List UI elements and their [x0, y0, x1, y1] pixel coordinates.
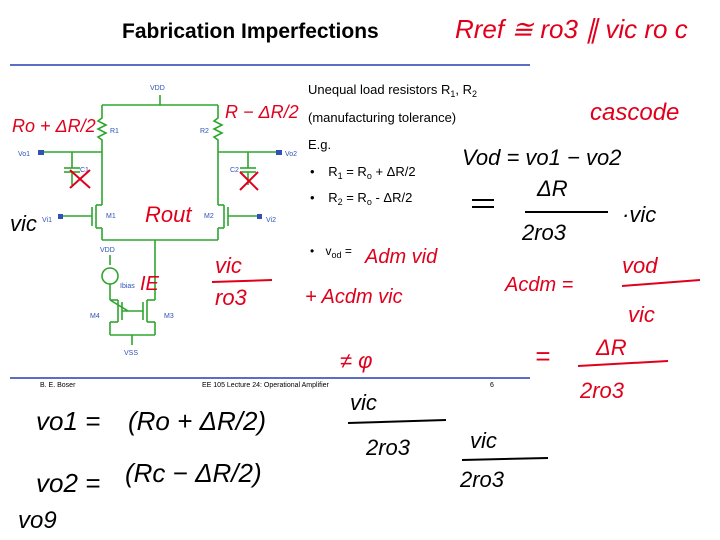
- vo1-label: Vo1: [18, 151, 30, 158]
- hw-neq-phi: ≠ φ: [340, 348, 373, 373]
- hw-acdm-num2: ΔR: [595, 335, 627, 360]
- bullet-dot: •: [310, 190, 315, 205]
- hw-ro3-den: ro3: [215, 285, 248, 310]
- bullet3-rhs: =: [341, 244, 352, 258]
- bullet3-sub: od: [331, 250, 342, 260]
- hw-vod-tail: ·vic: [622, 202, 656, 227]
- bullet2-sub: 2: [337, 197, 343, 207]
- slide-title: Fabrication Imperfections: [122, 20, 379, 43]
- heading-line1: Unequal load resistors R1, R2: [308, 82, 477, 99]
- bullet1-sub: 1: [337, 171, 343, 181]
- r1-subscript: 1: [450, 89, 456, 99]
- m1-label: M1: [106, 213, 116, 220]
- hw-cascode: cascode: [590, 99, 679, 126]
- footer-rule: [10, 377, 530, 379]
- bullet1-tail: + ΔR/2: [371, 164, 416, 179]
- hw-acdm-den2: 2ro3: [579, 378, 625, 403]
- bullet-r2: • R2 = Ro - ΔR/2: [310, 190, 412, 207]
- heading-line2: (manufacturing tolerance): [308, 110, 457, 125]
- hw-rout: Rout: [145, 202, 192, 227]
- hw-r-minus: R − ΔR/2: [225, 102, 299, 122]
- hw-r-plus: Ro + ΔR/2: [12, 116, 96, 136]
- title-rule: [10, 64, 530, 66]
- hw-vic-left: vic: [10, 211, 37, 236]
- ibias-label: Ibias: [120, 283, 135, 290]
- hw-vo2-lhs: vo2 =: [36, 468, 100, 498]
- footer-course: EE 105 Lecture 24: Operational Amplifier: [202, 382, 329, 389]
- heading-sep: , R: [455, 82, 472, 97]
- footer-page-number: 6: [490, 382, 494, 389]
- hw-vod-den: 2ro3: [521, 220, 567, 245]
- eg-label: E.g.: [308, 137, 332, 152]
- bullet-dot: •: [310, 244, 315, 258]
- hw-acdm-num: vod: [622, 253, 658, 278]
- hw-vod-num: ΔR: [536, 176, 568, 201]
- hw-vo1-paren: (Ro + ΔR/2): [128, 406, 266, 436]
- hw-vo2-den: 2ro3: [459, 467, 505, 492]
- bullet3-lhs: v: [325, 244, 332, 258]
- hw-acdm-den: vic: [628, 302, 655, 327]
- c2-label: C2: [230, 167, 239, 174]
- m3-label: M3: [164, 313, 174, 320]
- hw-vo1-num: vic: [350, 390, 377, 415]
- m2-label: M2: [204, 213, 214, 220]
- m4-label: M4: [90, 313, 100, 320]
- hw-vo1-lhs: vo1 =: [36, 406, 100, 436]
- hw-vo2-paren: (Rc − ΔR/2): [125, 458, 262, 488]
- bullet1-rhs: = R: [342, 164, 367, 179]
- r2-label: R2: [200, 128, 209, 135]
- vi2-label: Vi2: [266, 217, 276, 224]
- bullet-r1: • R1 = Ro + ΔR/2: [310, 164, 416, 181]
- heading-text: Unequal load resistors R: [308, 82, 451, 97]
- bullet2-o: o: [366, 197, 372, 207]
- vo2-label: Vo2: [285, 151, 297, 158]
- vdd2-label: VDD: [100, 247, 115, 254]
- hw-acdm-vic: + Acdm vic: [305, 286, 403, 308]
- hw-acdm-lhs: Acdm =: [504, 274, 573, 296]
- hw-vo2-num: vic: [470, 428, 497, 453]
- hw-vic-num: vic: [215, 253, 242, 278]
- vdd-label: VDD: [150, 85, 165, 92]
- hw-top-right-1: Rref ≅ ro3 ∥ vic ro c: [455, 14, 688, 44]
- bullet1-lhs: R: [328, 164, 338, 179]
- bullet-dot: •: [310, 164, 315, 179]
- vi1-label: Vi1: [42, 217, 52, 224]
- hw-vod-eq: Vod = vo1 − vo2: [462, 145, 621, 170]
- r1-label: R1: [110, 128, 119, 135]
- hw-acdm-eq: =: [535, 341, 550, 371]
- footer-author: B. E. Boser: [40, 382, 76, 389]
- hw-adm-vid: Adm vid: [364, 246, 438, 268]
- r2-subscript: 2: [472, 89, 478, 99]
- bullet2-tail: - ΔR/2: [371, 190, 413, 205]
- bullet2-lhs: R: [328, 190, 338, 205]
- bullet1-o: o: [366, 171, 372, 181]
- hw-vo1-den: 2ro3: [365, 435, 411, 460]
- bullet-vod: • vod =: [310, 244, 352, 260]
- vss-label: VSS: [124, 350, 138, 357]
- bullet2-rhs: = R: [342, 190, 367, 205]
- hw-vod-bottom: vo9: [18, 507, 57, 534]
- c1-label: C1: [80, 167, 89, 174]
- hw-ie: IE: [140, 273, 160, 295]
